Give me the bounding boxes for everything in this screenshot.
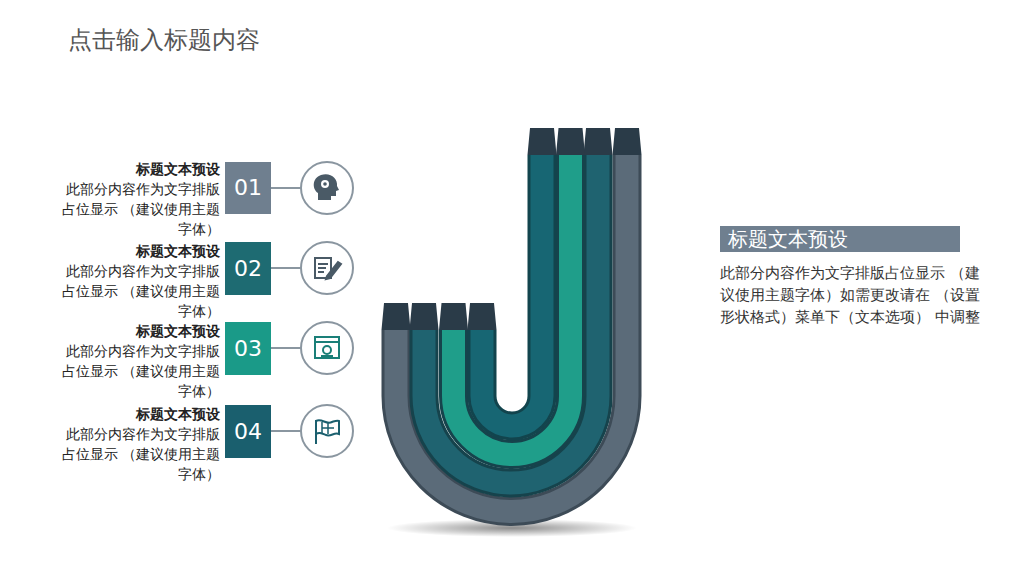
j-band-edge: [424, 155, 598, 483]
item-heading: 标题文本预设: [52, 241, 220, 261]
j-band-edge: [454, 155, 571, 455]
item-body: 此部分内容作为文字排版 占位显示 （建议使用主题字体）: [52, 424, 220, 484]
item-body: 此部分内容作为文字排版 占位显示 （建议使用主题字体）: [52, 261, 220, 321]
number-box: 02: [225, 242, 271, 295]
callout-number: 02: [225, 242, 271, 295]
document-pencil-icon: [315, 258, 341, 279]
callout-number: 04: [225, 405, 271, 458]
item-body: 此部分内容作为文字排版 占位显示 （建议使用主题字体）: [52, 341, 220, 401]
j-band-edge: [396, 155, 627, 511]
connector-lines: [271, 188, 301, 431]
window-icon: [315, 337, 339, 358]
j-cap: [528, 128, 557, 155]
j-cap: [468, 303, 497, 330]
j-band-edge: [482, 155, 542, 426]
j-band: [454, 155, 571, 455]
callout-number: 03: [225, 322, 271, 375]
head-gear-icon: [314, 174, 339, 200]
j-cap: [613, 128, 642, 155]
band-body: 此部分内容作为文字排版占位显示 （建议使用主题字体）如需更改请在 （设置形状格式…: [720, 262, 982, 328]
band-heading: 标题文本预设: [728, 226, 848, 252]
number-box: 01: [225, 162, 271, 214]
icon-circles: [301, 162, 353, 457]
slide-title: 点击输入标题内容: [68, 24, 260, 56]
number-box: 04: [225, 405, 271, 458]
item-heading: 标题文本预设: [52, 404, 220, 424]
j-cap: [382, 303, 411, 330]
j-cap: [556, 128, 585, 155]
j-cap: [584, 128, 613, 155]
item-heading: 标题文本预设: [52, 321, 220, 341]
j-shape: [382, 128, 642, 511]
callout-number: 01: [225, 162, 271, 214]
heading-band: 标题文本预设此部分内容作为文字排版占位显示 （建议使用主题字体）如需更改请在 （…: [720, 226, 960, 252]
j-band: [424, 155, 598, 483]
j-cap: [410, 303, 439, 330]
j-band: [396, 155, 627, 511]
j-band: [482, 155, 542, 426]
number-box: 03: [225, 322, 271, 375]
j-cap: [439, 303, 468, 330]
item-body: 此部分内容作为文字排版 占位显示 （建议使用主题字体）: [52, 179, 220, 239]
item-heading: 标题文本预设: [52, 159, 220, 179]
flag-icon: [316, 420, 339, 444]
